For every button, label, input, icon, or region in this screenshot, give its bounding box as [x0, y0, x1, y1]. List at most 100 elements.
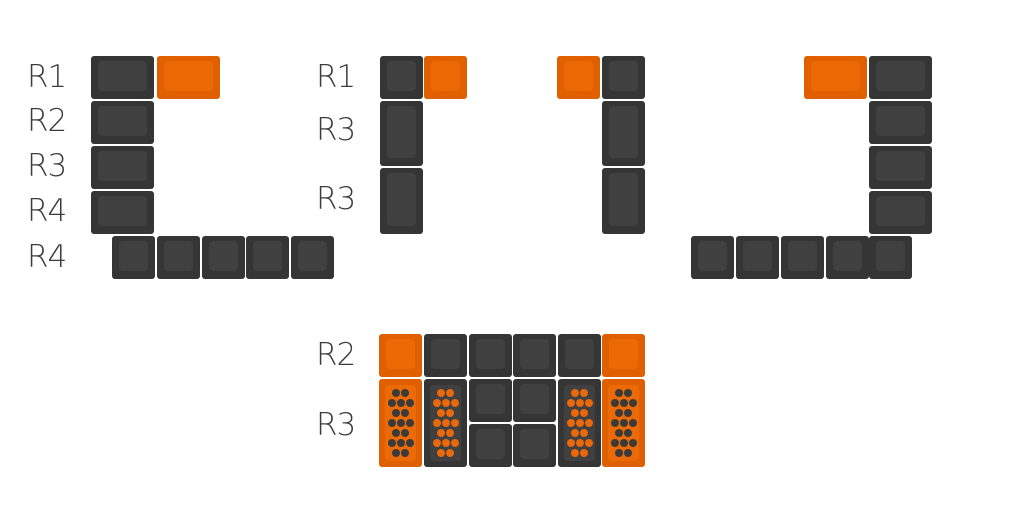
honeycomb-dot [401, 409, 409, 417]
honeycomb-dot [446, 409, 454, 417]
keycap [736, 236, 779, 279]
honeycomb-dot [396, 439, 405, 447]
keycap [513, 424, 556, 467]
keycap [691, 236, 734, 279]
keycap [380, 56, 423, 99]
honeycomb-dot [405, 399, 414, 407]
row-label-r3-lower: R3 [316, 181, 356, 217]
keycap [91, 146, 154, 189]
honeycomb-dot [615, 429, 623, 437]
honeycomb-dot [615, 409, 623, 417]
row-label-r1: R1 [316, 59, 356, 95]
honeycomb-dot [580, 409, 588, 417]
honeycomb-dot [575, 439, 584, 447]
keycap [202, 236, 245, 279]
keycap-honeycomb [424, 379, 467, 467]
honeycomb-dot [624, 429, 632, 437]
keycap [469, 379, 512, 422]
keycap [291, 236, 334, 279]
keycap [513, 379, 556, 422]
honeycomb-dot [401, 449, 409, 457]
keycap [869, 146, 932, 189]
keycap [157, 236, 200, 279]
honeycomb-dot [387, 399, 396, 407]
honeycomb-dot [619, 419, 628, 427]
honeycomb-dot [432, 439, 441, 447]
keycap-accent [804, 56, 867, 99]
row-label-r3: R3 [27, 148, 67, 184]
honeycomb-dot [610, 439, 619, 447]
keycap [781, 236, 824, 279]
keycap [826, 236, 869, 279]
honeycomb-dot [432, 419, 441, 427]
honeycomb-dot [584, 399, 593, 407]
honeycomb-dot [566, 399, 575, 407]
keycap [513, 334, 556, 377]
honeycomb-dot [566, 439, 575, 447]
row-label-r3: R3 [316, 112, 356, 148]
honeycomb-dot [446, 449, 454, 457]
honeycomb-dot [401, 429, 409, 437]
honeycomb-dot [619, 399, 628, 407]
honeycomb-dot [575, 419, 584, 427]
keycap [91, 56, 154, 99]
honeycomb-dot [387, 419, 396, 427]
honeycomb-dot [392, 449, 400, 457]
honeycomb-dot [580, 389, 588, 397]
honeycomb-dot [396, 419, 405, 427]
honeycomb-dot [566, 419, 575, 427]
honeycomb-dot [405, 419, 414, 427]
honeycomb-dot [571, 449, 579, 457]
keycap-honeycomb-accent [602, 379, 645, 467]
keycap-accent [379, 334, 422, 377]
honeycomb-dot [619, 439, 628, 447]
keycap-accent [157, 56, 220, 99]
honeycomb-dot [610, 399, 619, 407]
honeycomb-dot [441, 419, 450, 427]
honeycomb-dot [437, 449, 445, 457]
honeycomb-dot [610, 419, 619, 427]
keycap [558, 334, 601, 377]
honeycomb-dot [580, 449, 588, 457]
honeycomb-dot [441, 439, 450, 447]
keycap-vertical [602, 101, 645, 166]
keycap-accent [602, 334, 645, 377]
honeycomb-dot [450, 439, 459, 447]
honeycomb-dot [624, 449, 632, 457]
honeycomb-dot [615, 449, 623, 457]
honeycomb-dot [437, 429, 445, 437]
keycap [246, 236, 289, 279]
honeycomb-dot [432, 399, 441, 407]
honeycomb-dot [450, 399, 459, 407]
honeycomb-dot [405, 439, 414, 447]
keycap [469, 334, 512, 377]
keycap-accent [557, 56, 600, 99]
keycap [112, 236, 155, 279]
row-label-r3: R3 [316, 407, 356, 443]
keycap-honeycomb [558, 379, 601, 467]
honeycomb-dot [387, 439, 396, 447]
honeycomb-dot [624, 389, 632, 397]
honeycomb-dot [392, 409, 400, 417]
row-label-r1: R1 [27, 59, 67, 95]
honeycomb-dot [580, 429, 588, 437]
honeycomb-dot [441, 399, 450, 407]
honeycomb-dot [450, 419, 459, 427]
honeycomb-dot [396, 399, 405, 407]
honeycomb-dot [437, 389, 445, 397]
honeycomb-dot [571, 409, 579, 417]
keycap [91, 101, 154, 144]
row-label-r4: R4 [27, 193, 67, 229]
keycap [424, 334, 467, 377]
honeycomb-dot [437, 409, 445, 417]
keycap-honeycomb-accent [379, 379, 422, 467]
keycap-vertical [602, 168, 645, 234]
row-label-r4-bottom: R4 [27, 239, 67, 275]
honeycomb-dot [446, 389, 454, 397]
keycap-vertical [380, 101, 423, 166]
honeycomb-dot [615, 389, 623, 397]
keycap [869, 56, 932, 99]
honeycomb-dot [584, 419, 593, 427]
honeycomb-dot [628, 439, 637, 447]
keycap [602, 56, 645, 99]
